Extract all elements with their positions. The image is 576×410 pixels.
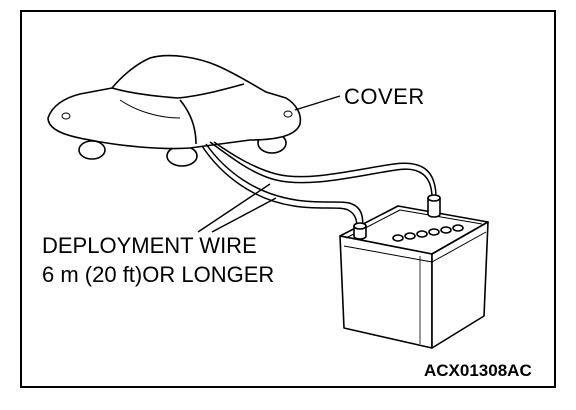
cover-label: COVER bbox=[344, 84, 425, 109]
figure-code: ACX01308AC bbox=[424, 361, 532, 380]
wire-length-label: 6 m (20 ft)OR LONGER bbox=[42, 262, 275, 287]
diagram-frame bbox=[20, 10, 556, 388]
deployment-wire-label: DEPLOYMENT WIRE bbox=[42, 233, 257, 258]
leader-lines bbox=[197, 95, 341, 233]
car-battery-icon bbox=[339, 194, 489, 349]
deployment-wires bbox=[201, 141, 437, 231]
covered-car-icon bbox=[47, 54, 302, 167]
